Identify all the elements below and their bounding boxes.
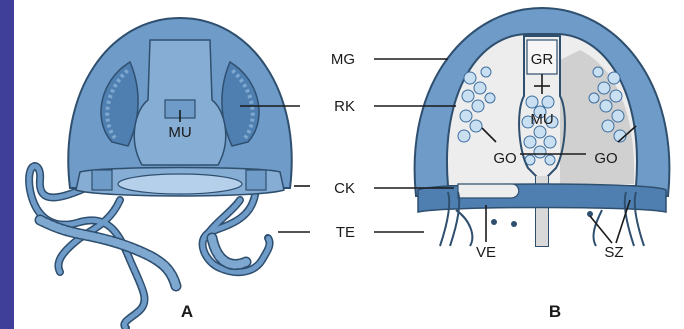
label-mu-b: MU — [530, 111, 553, 128]
panel-label-a: A — [181, 302, 193, 321]
label-mu-a: MU — [168, 124, 191, 141]
medusa-b: GR MU GO GO — [415, 8, 670, 246]
velum-opening-a — [118, 174, 242, 194]
label-go-left: GO — [493, 150, 516, 167]
label-mg: MG — [331, 51, 355, 68]
label-gr: GR — [531, 51, 554, 68]
label-go-right: GO — [594, 150, 617, 167]
label-rk: RK — [334, 98, 355, 115]
velum-b — [418, 184, 666, 212]
label-ve: VE — [476, 244, 496, 261]
panel-label-b: B — [549, 302, 561, 321]
label-sz: SZ — [604, 244, 623, 261]
medusa-a: MU — [29, 18, 292, 328]
label-ck: CK — [334, 180, 355, 197]
label-te: TE — [336, 224, 355, 241]
